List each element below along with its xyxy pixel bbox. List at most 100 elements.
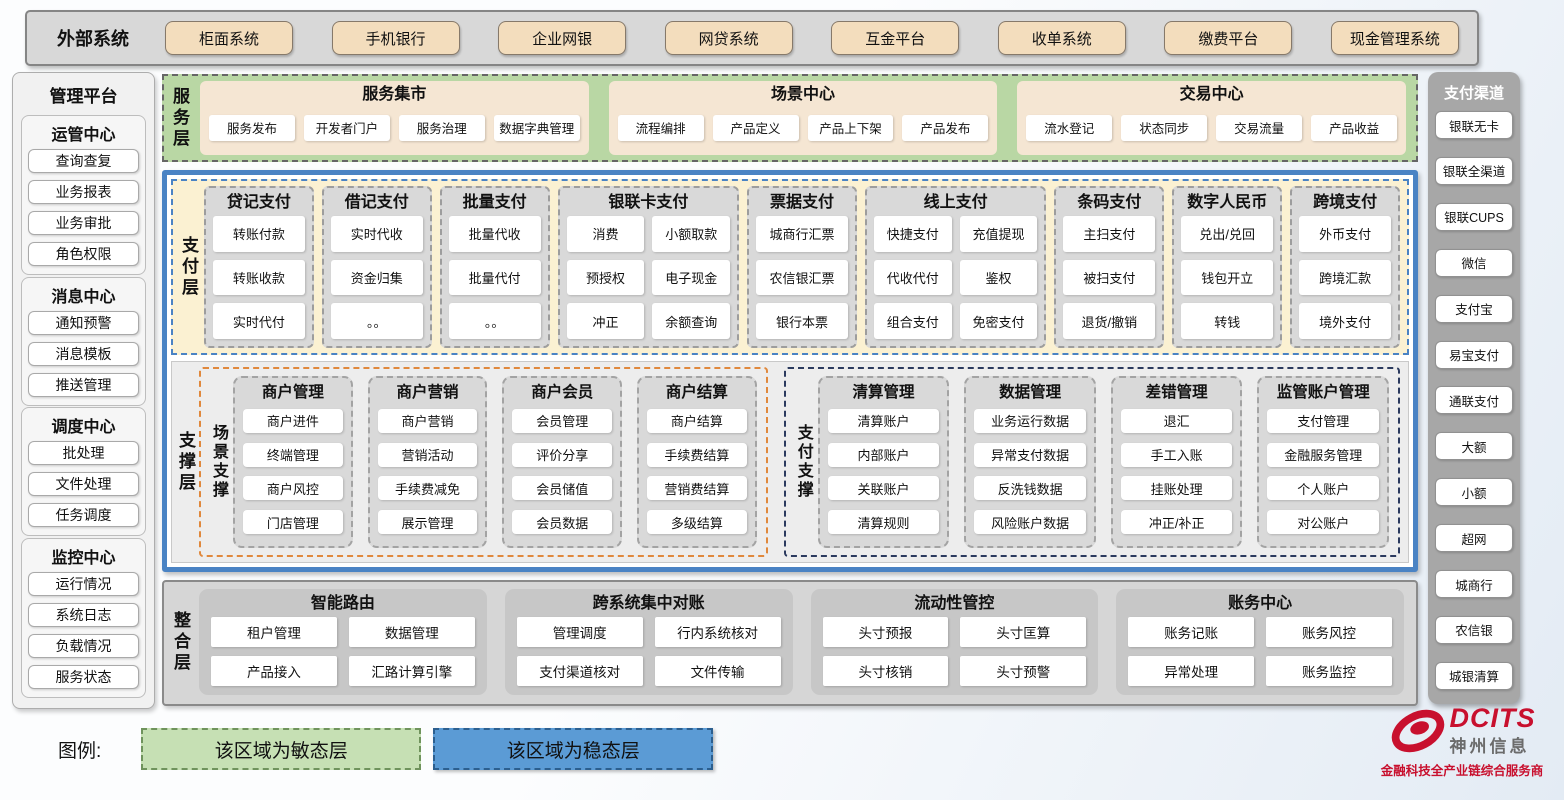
management-platform-title: 管理平台: [49, 87, 118, 106]
payment-group-title: 数字人民币: [1187, 194, 1268, 211]
dcits-logo: DCITS 神州信息 金融科技全产业链综合服务商: [1370, 704, 1554, 779]
service-group-title: 交易中心: [1179, 86, 1244, 103]
payment-item-box: 。。: [448, 303, 541, 339]
external-system-box: 缴费平台: [1164, 21, 1293, 55]
payment-group-items: 快捷支付充值提现代收代付鉴权组合支付免密支付: [873, 216, 1038, 339]
management-item-box: 通知预警: [28, 310, 139, 335]
integration-item-box: 头寸预警: [960, 656, 1087, 686]
support-group: 商户会员 会员管理评价分享会员储值会员数据: [502, 376, 623, 548]
payment-item-box: 转账付款: [213, 216, 305, 252]
service-item-box: 流水登记: [1026, 114, 1113, 141]
payment-group: 条码支付 主扫支付被扫支付退货/撤销: [1054, 186, 1165, 348]
payment-group: 银联卡支付 消费小额取款预授权电子现金冲正余额查询: [557, 186, 740, 348]
management-sections: 运管中心 查询查复业务报表业务审批角色权限 消息中心 通知预警消息模板推送管理 …: [21, 115, 146, 698]
support-item-box: 挂账处理: [1120, 476, 1233, 501]
integration-group-items: 管理调度行内系统核对支付渠道核对文件传输: [516, 617, 781, 686]
payment-channel-box: 微信: [1435, 248, 1513, 277]
dcits-brand: DCITS: [1449, 703, 1536, 733]
support-group-items: 清算账户内部账户关联账户清算规则: [827, 405, 940, 538]
support-group: 商户管理 商户进件终端管理商户风控门店管理: [233, 376, 353, 548]
dcits-tagline: 金融科技全产业链综合服务商: [1380, 764, 1544, 779]
legend: 图例: 该区域为敏态层 该区域为稳态层: [58, 728, 714, 770]
integration-group-items: 账务记账账务风控异常处理账务监控: [1128, 617, 1392, 686]
integration-layer-label: 整合层: [171, 610, 190, 674]
support-item-box: 门店管理: [243, 510, 343, 535]
support-group-items: 业务运行数据异常支付数据反洗钱数据风险账户数据: [974, 405, 1086, 538]
payment-group: 跨境支付 外币支付跨境汇款境外支付: [1290, 186, 1401, 348]
support-group-title: 差错管理: [1145, 384, 1208, 401]
payment-item-box: 兑出/兑回: [1181, 216, 1274, 252]
support-group-title: 数据管理: [999, 384, 1062, 401]
management-item-box: 负载情况: [28, 633, 139, 658]
support-item-box: 营销费结算: [647, 476, 747, 501]
support-item-box: 商户风控: [243, 476, 343, 501]
integration-item-box: 数据管理: [348, 617, 475, 647]
service-group-items: 服务发布开发者门户服务治理数据字典管理: [209, 107, 580, 148]
integration-group-title: 账务中心: [1228, 595, 1293, 612]
support-zone-label: 支付支撑: [794, 424, 812, 500]
service-layer-label: 服务层: [170, 86, 189, 150]
support-item-box: 支付管理: [1267, 408, 1379, 433]
support-group-items: 商户进件终端管理商户风控门店管理: [243, 405, 343, 538]
payment-item-box: 免密支付: [959, 303, 1038, 339]
payment-channel-box: 小额: [1435, 478, 1513, 507]
payment-group-items: 外币支付跨境汇款境外支付: [1299, 216, 1392, 339]
support-group-title: 商户会员: [531, 384, 594, 401]
payment-item-box: 外币支付: [1299, 216, 1392, 252]
external-systems-title: 外部系统: [57, 29, 129, 49]
support-group: 清算管理 清算账户内部账户关联账户清算规则: [817, 376, 950, 548]
payment-item-box: 消费: [566, 216, 645, 252]
management-section-items: 批处理文件处理任务调度: [28, 441, 139, 528]
integration-group-title: 跨系统集中对账: [592, 595, 705, 612]
support-item-box: 异常支付数据: [974, 442, 1086, 467]
payment-channels-title: 支付渠道: [1443, 85, 1504, 102]
management-item-box: 业务报表: [28, 180, 139, 204]
integration-groups: 智能路由 租户管理数据管理产品接入汇路计算引擎 跨系统集中对账 管理调度行内系统…: [199, 589, 1404, 695]
external-system-box: 手机银行: [331, 21, 460, 55]
service-item-box: 产品定义: [712, 114, 799, 141]
payment-item-box: 跨境汇款: [1299, 259, 1392, 296]
payment-item-box: 批量代收: [448, 216, 541, 252]
integration-group-title: 智能路由: [310, 595, 375, 612]
external-system-box: 企业网银: [498, 21, 627, 55]
support-group-items: 退汇手工入账挂账处理冲正/补正: [1120, 405, 1233, 538]
payment-group: 贷记支付 转账付款转账收款实时代付: [204, 186, 314, 348]
service-group-title: 服务集市: [362, 86, 427, 103]
legend-stable-layer: 该区域为稳态层: [433, 728, 714, 770]
payment-item-box: 充值提现: [959, 216, 1038, 252]
support-group-items: 商户结算手续费结算营销费结算多级结算: [647, 405, 747, 538]
support-item-box: 会员管理: [512, 408, 613, 433]
payment-item-box: 小额取款: [652, 216, 731, 252]
service-group-items: 流水登记状态同步交易流量产品收益: [1026, 107, 1398, 148]
support-zone-groups: 清算管理 清算账户内部账户关联账户清算规则 数据管理: [817, 376, 1389, 548]
integration-group-items: 头寸预报头寸匡算头寸核销头寸预警: [822, 617, 1087, 686]
integration-group: 流动性管控 头寸预报头寸匡算头寸核销头寸预警: [810, 589, 1099, 695]
support-item-box: 评价分享: [512, 442, 613, 467]
management-section-items: 查询查复业务报表业务审批角色权限: [28, 149, 139, 266]
payment-channel-box: 银联无卡: [1435, 111, 1513, 139]
payment-item-box: 快捷支付: [873, 216, 952, 252]
service-group: 服务集市 服务发布开发者门户服务治理数据字典管理: [200, 81, 589, 155]
dcits-swirl-icon: [1391, 709, 1444, 752]
management-item-box: 系统日志: [28, 602, 139, 627]
support-item-box: 会员储值: [512, 476, 613, 501]
payment-item-box: 钱包开立: [1181, 259, 1274, 296]
support-item-box: 商户进件: [243, 408, 343, 433]
management-item-box: 批处理: [28, 441, 139, 466]
service-item-box: 数据字典管理: [493, 114, 580, 141]
integration-item-box: 账务风控: [1266, 617, 1392, 647]
payment-group-title: 贷记支付: [226, 194, 291, 211]
dcits-logo-text: DCITS 神州信息: [1450, 704, 1536, 757]
support-layer-label: 支撑层: [176, 430, 195, 494]
payment-channel-box: 通联支付: [1435, 386, 1513, 415]
support-item-box: 业务运行数据: [974, 408, 1086, 433]
integration-group: 跨系统集中对账 管理调度行内系统核对支付渠道核对文件传输: [504, 589, 793, 695]
support-item-box: 反洗钱数据: [974, 476, 1086, 501]
payment-group-title: 条码支付: [1077, 194, 1142, 211]
payment-channel-box: 农信银: [1435, 615, 1513, 644]
payment-item-box: 转账收款: [213, 259, 305, 296]
support-item-box: 风险账户数据: [974, 510, 1086, 535]
payment-channel-box: 城银清算: [1435, 661, 1513, 690]
management-item-box: 业务审批: [28, 211, 139, 235]
